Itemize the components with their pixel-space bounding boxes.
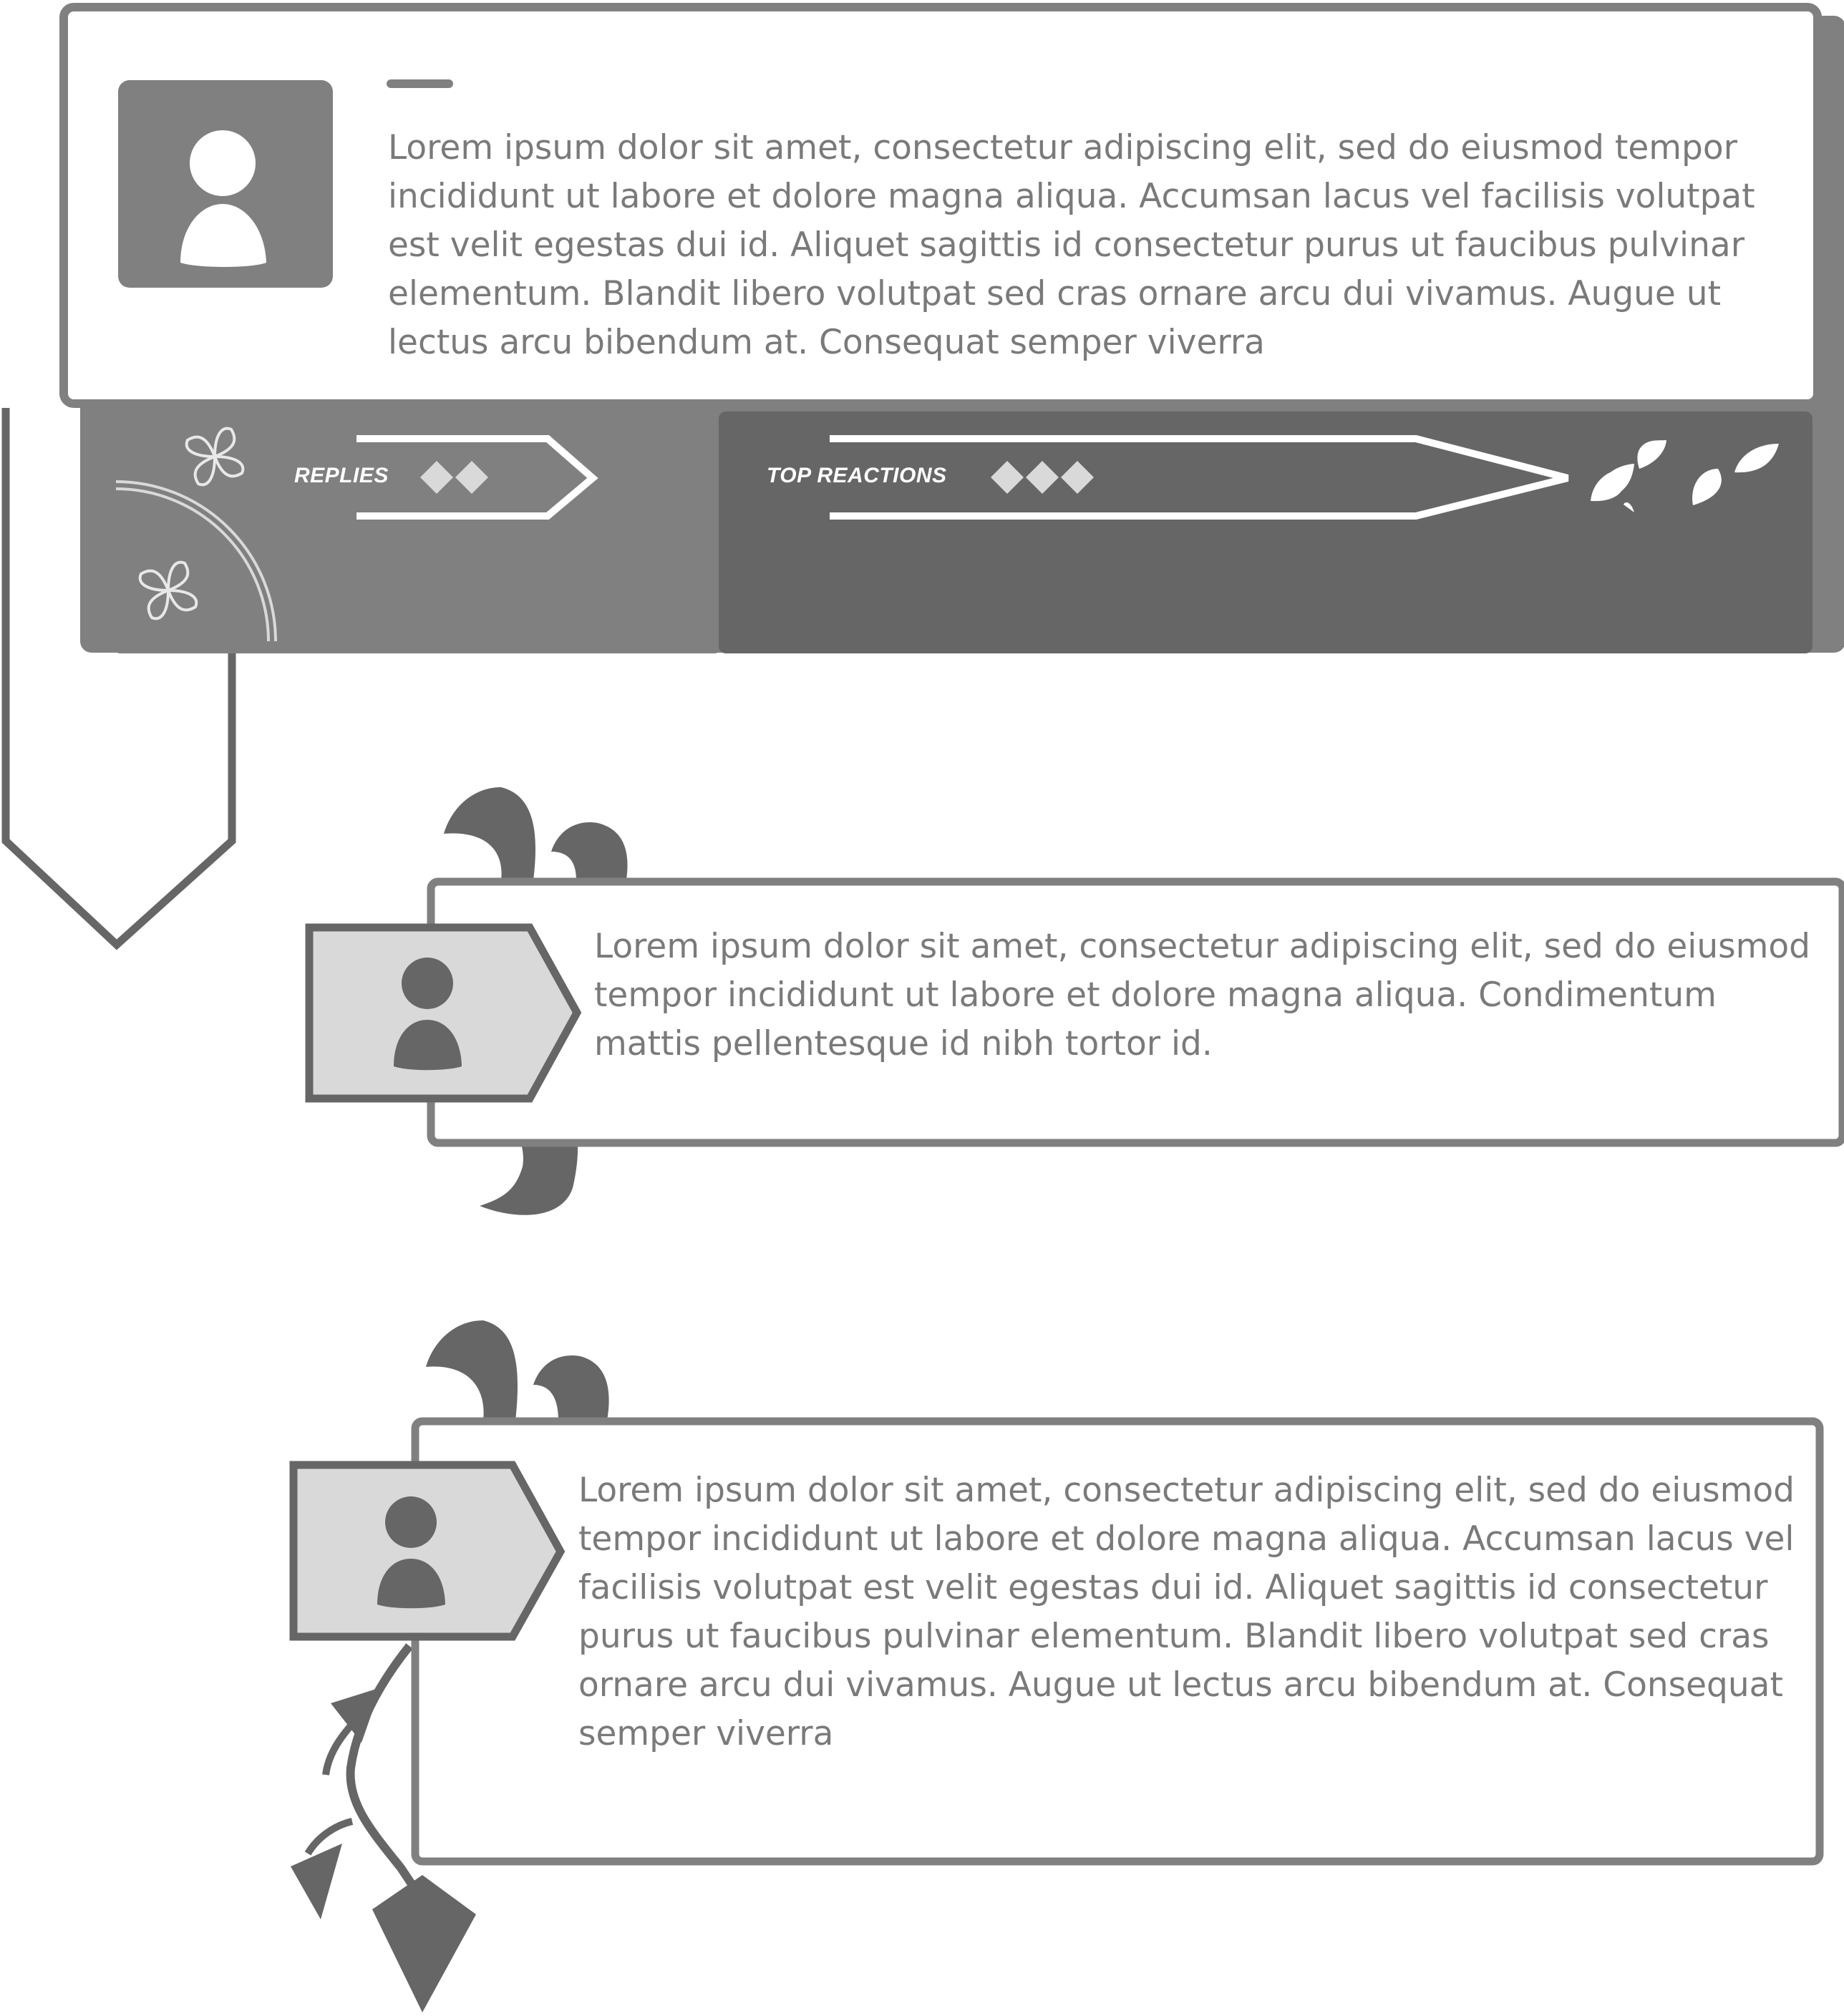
top-reactions-label[interactable]: TOP REACTIONS [767, 464, 947, 487]
reply-1-text: Lorem ipsum dolor sit amet, consectetur … [594, 927, 1810, 1063]
stats-bar-replies [113, 412, 722, 653]
replies-label[interactable]: REPLIES [294, 464, 389, 487]
flower-icon [185, 427, 245, 487]
main-avatar [118, 80, 333, 288]
main-comment-text: Lorem ipsum dolor sit amet, consectetur … [388, 128, 1755, 362]
flower-icon [138, 560, 198, 620]
reply-card-2 [411, 1417, 1824, 1866]
main-card [59, 3, 1822, 408]
replies-arrow [356, 435, 598, 520]
user-icon [385, 1496, 437, 1548]
decor-arc-inner [115, 483, 274, 642]
reply-avatar-2 [289, 1461, 566, 1641]
user-icon [402, 958, 453, 1009]
replies-indicator [420, 461, 488, 494]
vine-decoration [291, 1643, 476, 2012]
reactions-indicator [991, 461, 1094, 494]
reply-avatar-1 [305, 923, 582, 1103]
reactions-arrow [830, 435, 1569, 520]
leaf-reaction-icon [1591, 440, 1779, 512]
reply-2-text: Lorem ipsum dolor sit amet, consectetur … [578, 1471, 1795, 1753]
user-icon [190, 130, 256, 196]
thread-connector [1, 408, 236, 950]
